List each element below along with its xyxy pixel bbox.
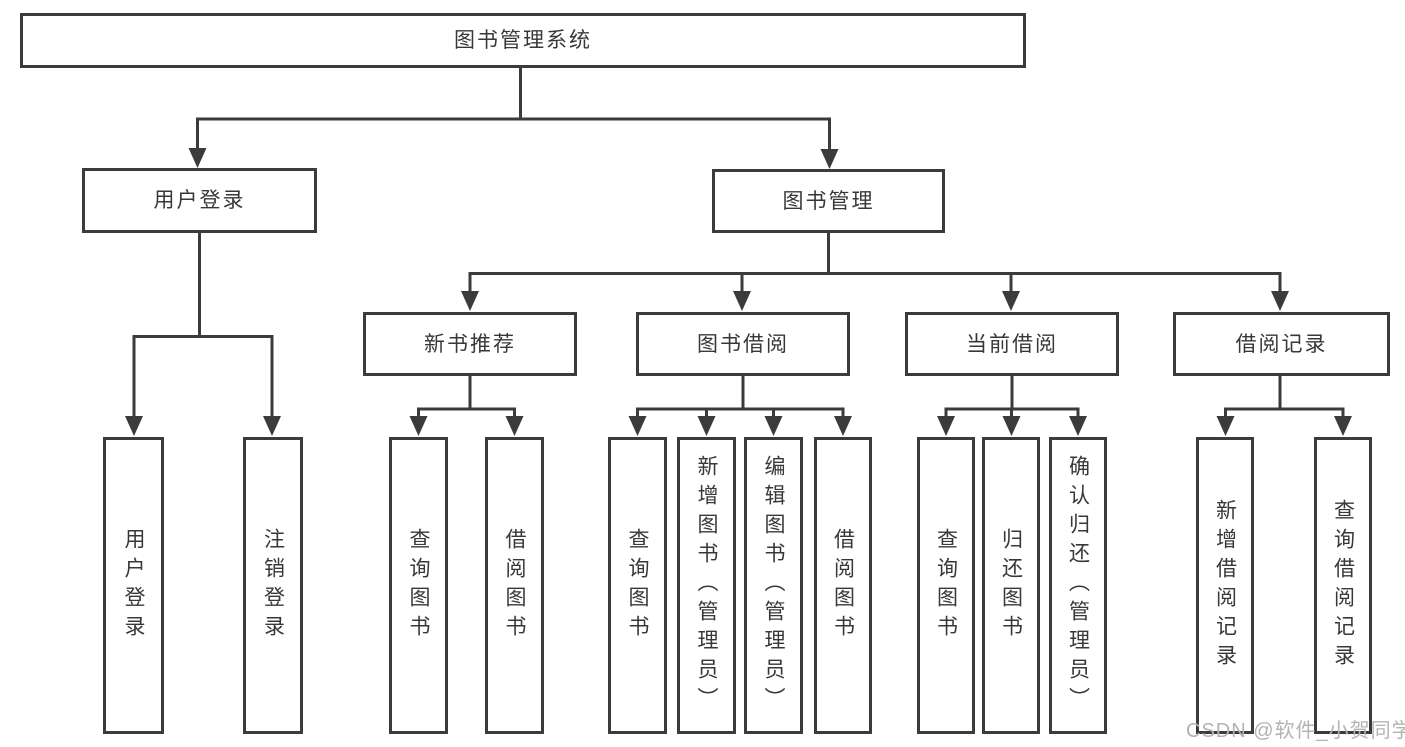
leaf-query-borrow-record-label: 查询借阅记录	[1331, 498, 1355, 673]
node-book-borrow: 图书借阅	[636, 312, 850, 376]
leaf-query-books-current-label: 查询图书	[934, 527, 958, 644]
leaf-confirm-return-admin: 确认归还（管理员）	[1049, 437, 1107, 734]
leaf-borrow-books-label: 借阅图书	[831, 527, 855, 644]
node-book-borrow-label: 图书借阅	[697, 332, 789, 356]
leaf-query-borrow-record: 查询借阅记录	[1314, 437, 1372, 734]
leaf-query-books-recommend: 查询图书	[389, 437, 448, 734]
node-new-book-recommend-label: 新书推荐	[424, 332, 516, 356]
node-user-login: 用户登录	[82, 168, 317, 233]
leaf-borrow-books: 借阅图书	[814, 437, 872, 734]
node-borrow-records: 借阅记录	[1173, 312, 1390, 376]
leaf-add-borrow-record-label: 新增借阅记录	[1213, 498, 1237, 673]
leaf-return-book: 归还图书	[982, 437, 1040, 734]
node-borrow-records-label: 借阅记录	[1235, 332, 1328, 356]
leaf-add-book-admin-label: 新增图书（管理员）	[695, 455, 718, 716]
leaf-edit-book-admin: 编辑图书（管理员）	[744, 437, 803, 734]
node-root-label: 图书管理系统	[454, 29, 592, 52]
leaf-query-books-borrow-label: 查询图书	[626, 527, 649, 644]
leaf-borrow-books-recommend-label: 借阅图书	[503, 527, 526, 644]
leaf-query-books-borrow: 查询图书	[608, 437, 667, 734]
node-current-borrow-label: 当前借阅	[966, 332, 1058, 356]
node-current-borrow: 当前借阅	[905, 312, 1119, 376]
leaf-borrow-books-recommend: 借阅图书	[485, 437, 544, 734]
watermark: CSDN @软件_小贺同学	[1186, 720, 1405, 742]
leaf-query-books-recommend-label: 查询图书	[407, 527, 430, 644]
leaf-user-login: 用户登录	[103, 437, 164, 734]
leaf-confirm-return-admin-label: 确认归还（管理员）	[1066, 455, 1090, 716]
leaf-add-borrow-record: 新增借阅记录	[1196, 437, 1254, 734]
node-book-management: 图书管理	[712, 169, 945, 233]
node-book-management-label: 图书管理	[782, 189, 875, 213]
node-user-login-label: 用户登录	[153, 189, 246, 212]
node-root: 图书管理系统	[20, 13, 1026, 68]
node-new-book-recommend: 新书推荐	[363, 312, 577, 376]
leaf-edit-book-admin-label: 编辑图书（管理员）	[762, 455, 785, 716]
leaf-user-login-label: 用户登录	[122, 527, 145, 644]
leaf-logout: 注销登录	[243, 437, 303, 734]
leaf-query-books-current: 查询图书	[917, 437, 975, 734]
leaf-logout-label: 注销登录	[261, 527, 285, 644]
leaf-add-book-admin: 新增图书（管理员）	[677, 437, 736, 734]
leaf-return-book-label: 归还图书	[999, 527, 1023, 644]
